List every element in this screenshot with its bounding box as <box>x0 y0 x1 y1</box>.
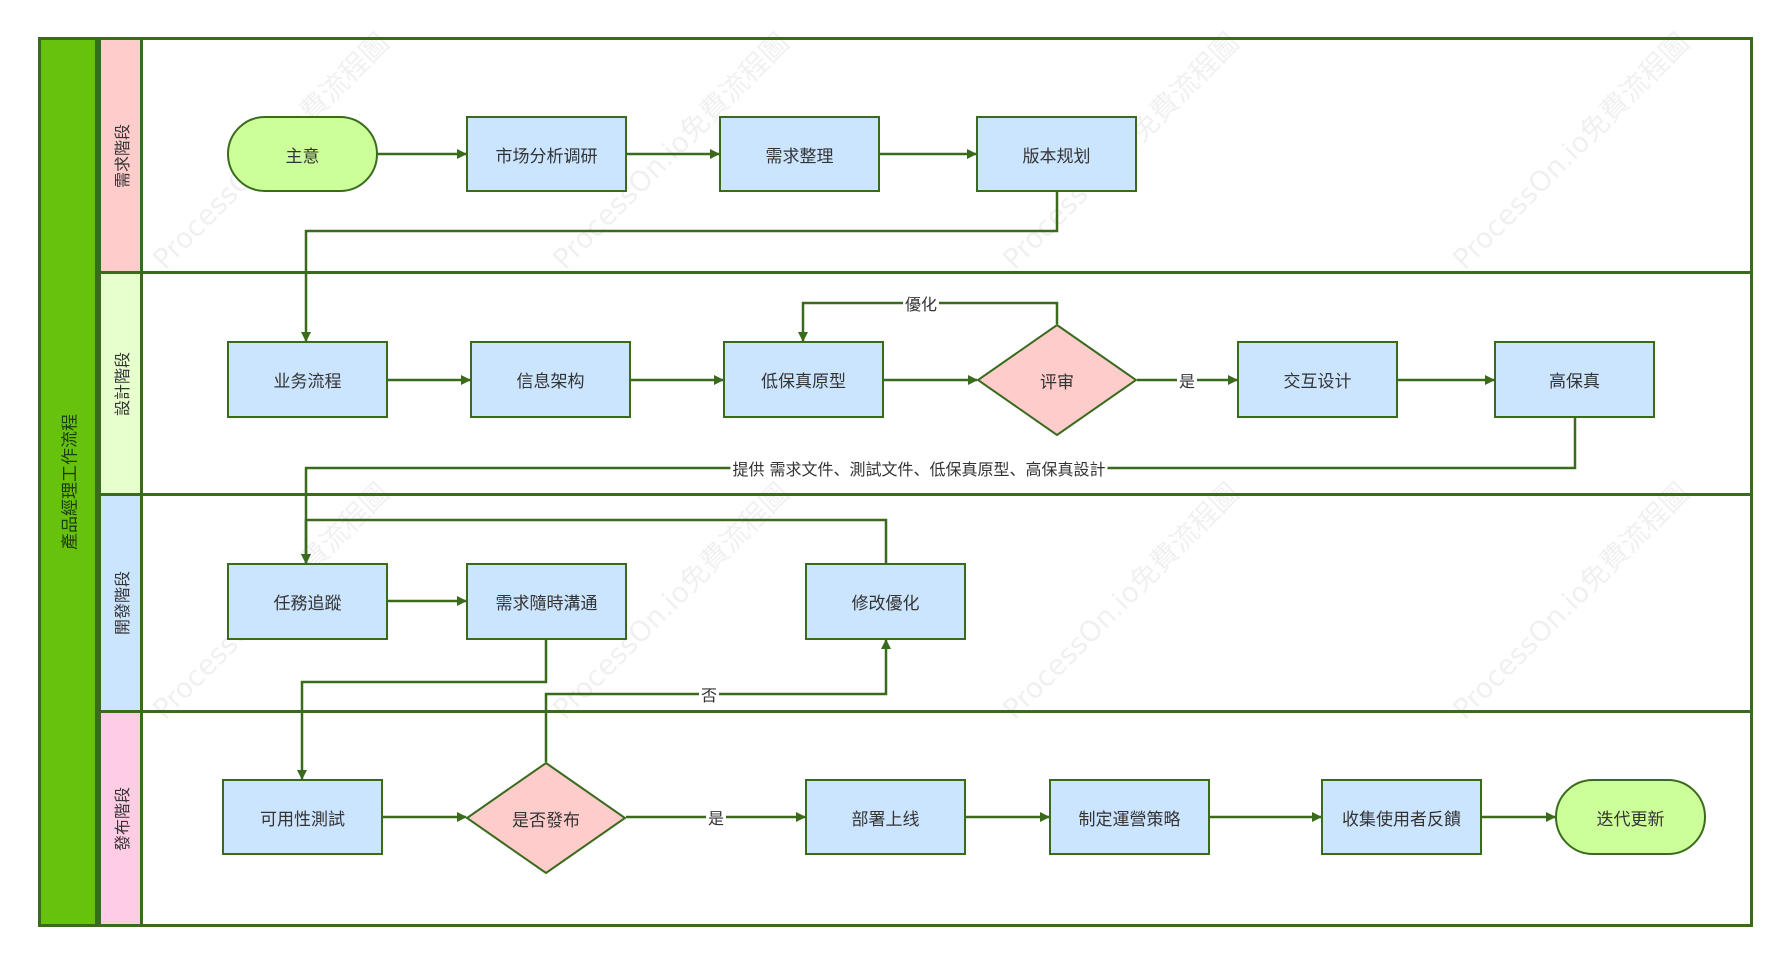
node-task-tracking[interactable]: 任務追蹤 <box>227 563 388 640</box>
lane-label-requirements: 需求階段 <box>98 37 143 274</box>
node-deploy[interactable]: 部署上线 <box>805 779 966 855</box>
node-version-planning[interactable]: 版本规划 <box>976 116 1137 192</box>
node-usability-test[interactable]: 可用性測試 <box>222 779 383 855</box>
edge-label-review-yes: 是 <box>1176 368 1198 392</box>
diamond-shape <box>466 762 626 874</box>
node-high-fi[interactable]: 高保真 <box>1494 341 1655 418</box>
edge-label-release-yes: 是 <box>705 805 727 829</box>
lane-label-design: 設計階段 <box>98 271 143 496</box>
node-review-decision[interactable]: 评审 <box>977 324 1137 436</box>
lane-label-release: 發布階段 <box>98 710 143 927</box>
node-requirement-communication[interactable]: 需求隨時溝通 <box>466 563 627 640</box>
node-release-decision[interactable]: 是否發布 <box>466 762 626 874</box>
node-info-architecture[interactable]: 信息架构 <box>470 341 631 418</box>
node-requirement-organize[interactable]: 需求整理 <box>719 116 880 192</box>
node-collect-feedback[interactable]: 收集使用者反饋 <box>1321 779 1482 855</box>
edge-label-optimize: 優化 <box>902 291 940 315</box>
pool-title: 產品經理工作流程 <box>38 37 98 927</box>
edge-highfi-tasktrack <box>301 418 1577 564</box>
node-low-fi-prototype[interactable]: 低保真原型 <box>723 341 884 418</box>
edge-label-provide: 提供 需求文件、測試文件、低保真原型、高保真設計 <box>730 456 1108 480</box>
node-iterate-update[interactable]: 迭代更新 <box>1555 779 1706 855</box>
lane-release <box>143 710 1753 927</box>
node-review-label: 评审 <box>1040 372 1074 393</box>
node-operation-strategy[interactable]: 制定運營策略 <box>1049 779 1210 855</box>
node-idea[interactable]: 主意 <box>227 116 378 192</box>
edge-modify-tasktrack <box>301 518 888 564</box>
node-interaction-design[interactable]: 交互设计 <box>1237 341 1398 418</box>
node-release-label: 是否發布 <box>512 810 580 831</box>
node-business-flow[interactable]: 业务流程 <box>227 341 388 418</box>
node-modify-optimize[interactable]: 修改優化 <box>805 563 966 640</box>
edge-version-bizflow <box>301 192 1059 342</box>
edge-reqcomm-usability <box>297 640 548 780</box>
node-market-analysis[interactable]: 市场分析调研 <box>466 116 627 192</box>
edge-label-release-no: 否 <box>698 682 720 706</box>
diamond-shape <box>977 324 1137 436</box>
